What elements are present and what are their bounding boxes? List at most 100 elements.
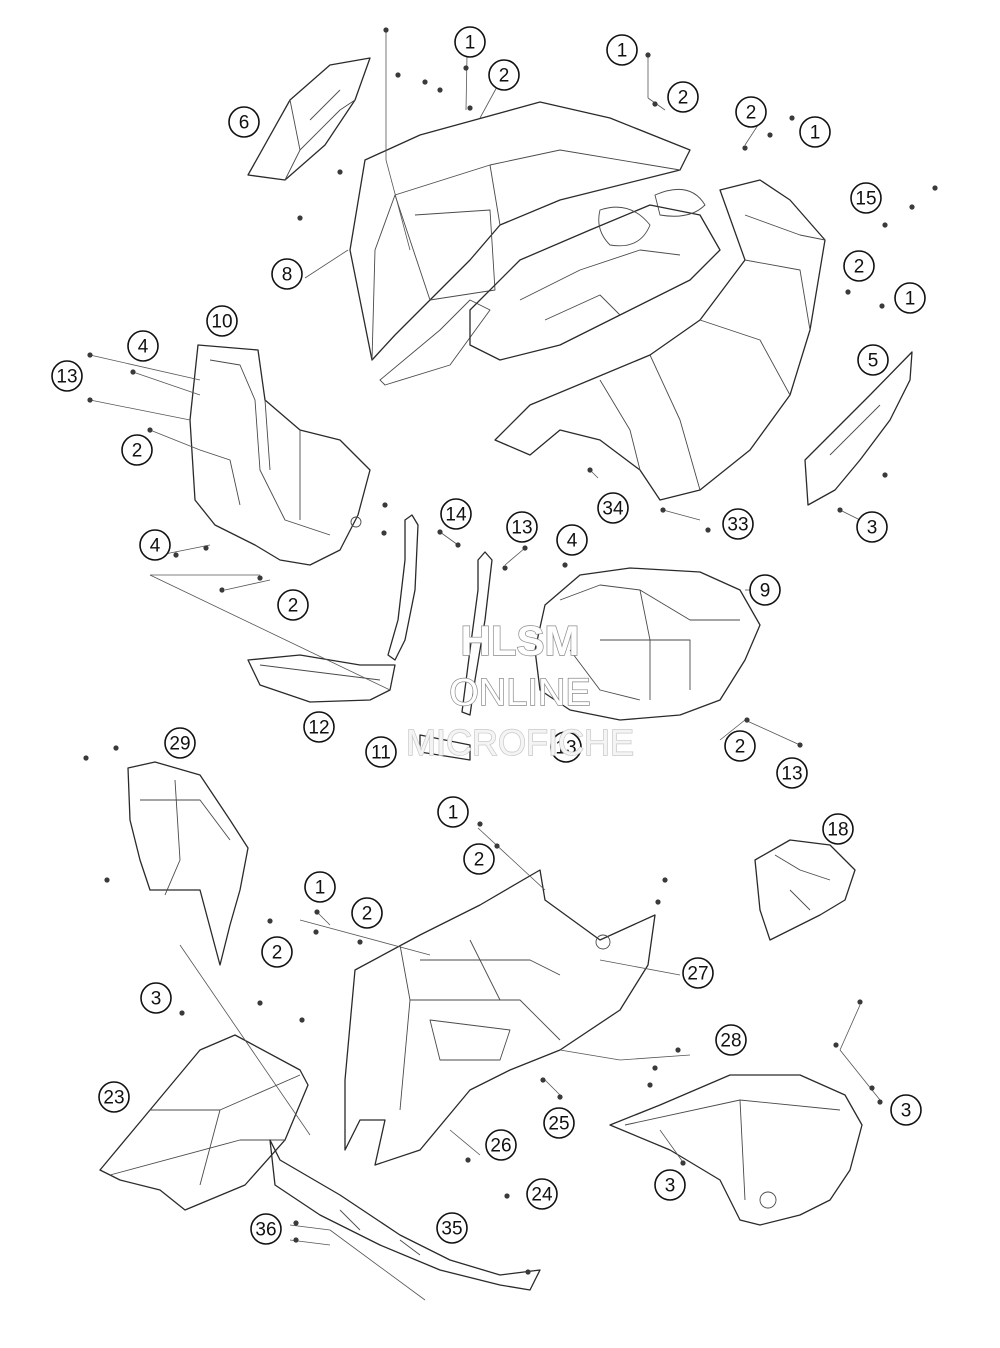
callout-1a: 1 xyxy=(454,26,486,58)
callout-34: 34 xyxy=(597,492,629,524)
fastener-dot xyxy=(87,352,93,358)
callout-number: 2 xyxy=(132,441,143,462)
callout-number: 2 xyxy=(735,737,746,758)
fastener-dot xyxy=(587,467,593,473)
callout-number: 11 xyxy=(371,743,391,764)
fastener-dot xyxy=(557,1094,563,1100)
fastener-dot xyxy=(477,821,483,827)
callout-circle xyxy=(365,736,397,768)
callout-3a: 3 xyxy=(856,511,888,543)
fastener-dot xyxy=(675,1047,681,1053)
callout-circle xyxy=(735,96,767,128)
callout-circle xyxy=(526,1178,558,1210)
fastener-dot xyxy=(525,1269,531,1275)
fastener-dot xyxy=(467,105,473,111)
fastener-dot xyxy=(882,472,888,478)
callout-circle xyxy=(485,1129,517,1161)
callout-13a: 13 xyxy=(51,360,83,392)
callout-13c: 13 xyxy=(550,731,582,763)
callout-circle xyxy=(440,498,472,530)
callout-number: 2 xyxy=(678,88,689,109)
callout-number: 4 xyxy=(138,337,149,358)
callout-number: 29 xyxy=(169,734,190,755)
callout-13d: 13 xyxy=(776,757,808,789)
part-27-rear-fender-center xyxy=(344,869,656,1166)
callout-circle xyxy=(843,250,875,282)
callout-circle xyxy=(140,982,172,1014)
part-11-bracket xyxy=(419,551,493,761)
callout-number: 3 xyxy=(867,518,878,539)
callout-number: 13 xyxy=(555,738,576,759)
watermark: HLSM ONLINE MICROFICHE xyxy=(405,616,634,763)
callout-number: 24 xyxy=(531,1185,553,1206)
callout-14: 14 xyxy=(440,498,472,530)
callout-8: 8 xyxy=(271,258,303,290)
callout-circle xyxy=(277,589,309,621)
callout-number: 3 xyxy=(665,1176,676,1197)
fastener-dot xyxy=(837,507,843,513)
fastener-dot xyxy=(337,169,343,175)
fastener-dot xyxy=(705,527,711,533)
callout-2e: 2 xyxy=(121,434,153,466)
callout-circle xyxy=(228,106,260,138)
callout-number: 6 xyxy=(239,113,250,134)
fastener-dot xyxy=(314,909,320,915)
fastener-dot xyxy=(463,65,469,71)
fastener-dot xyxy=(655,899,661,905)
callout-number: 2 xyxy=(746,103,757,124)
callout-13b: 13 xyxy=(506,511,538,543)
fastener-dot xyxy=(113,745,119,751)
fastener-dot xyxy=(293,1237,299,1243)
callout-circle xyxy=(303,711,335,743)
callout-circle xyxy=(667,81,699,113)
callout-circle xyxy=(654,1169,686,1201)
callout-27: 27 xyxy=(682,957,714,989)
callout-3b: 3 xyxy=(140,982,172,1014)
callout-circle xyxy=(715,1024,747,1056)
callout-number: 14 xyxy=(445,505,467,526)
fastener-dot xyxy=(179,1010,185,1016)
fastener-dot xyxy=(744,717,750,723)
fastener-dot xyxy=(173,552,179,558)
callout-2c: 2 xyxy=(735,96,767,128)
part-29-upper-side-cover xyxy=(127,761,249,966)
fasteners xyxy=(83,27,938,1275)
callout-2g: 2 xyxy=(724,730,756,762)
callout-number: 2 xyxy=(474,850,485,871)
fastener-dot xyxy=(932,185,938,191)
callout-number: 27 xyxy=(687,964,708,985)
callout-circle xyxy=(776,757,808,789)
fastener-dot xyxy=(797,742,803,748)
part-6-side-panel-left xyxy=(247,57,371,181)
callout-number: 33 xyxy=(727,515,748,536)
callout-1d: 1 xyxy=(894,282,926,314)
callout-number: 1 xyxy=(905,289,916,310)
fastener-dot xyxy=(104,877,110,883)
callout-number: 1 xyxy=(617,41,628,62)
callout-29: 29 xyxy=(164,727,196,759)
fastener-dot xyxy=(422,79,428,85)
callout-number: 1 xyxy=(465,33,476,54)
part-12-lower-guard xyxy=(247,654,396,703)
fastener-dot xyxy=(395,72,401,78)
callout-1b: 1 xyxy=(606,34,638,66)
callout-number: 1 xyxy=(315,878,326,899)
callout-circle xyxy=(463,843,495,875)
callout-circle xyxy=(890,1094,922,1126)
callout-number: 1 xyxy=(448,803,459,824)
callout-2i: 2 xyxy=(351,897,383,929)
callout-number: 12 xyxy=(308,718,329,739)
fastener-dot xyxy=(879,303,885,309)
part-8-center-tank-area xyxy=(469,188,721,361)
fastener-dot xyxy=(909,204,915,210)
callout-25: 25 xyxy=(543,1107,575,1139)
callout-number: 25 xyxy=(548,1114,569,1135)
fastener-dot xyxy=(767,132,773,138)
callout-circle xyxy=(543,1107,575,1139)
callout-12: 12 xyxy=(303,711,335,743)
fastener-dot xyxy=(130,369,136,375)
part-23-rear-side-panel-left xyxy=(99,1034,309,1211)
callout-number: 26 xyxy=(490,1136,511,1157)
callout-number: 2 xyxy=(362,904,373,925)
